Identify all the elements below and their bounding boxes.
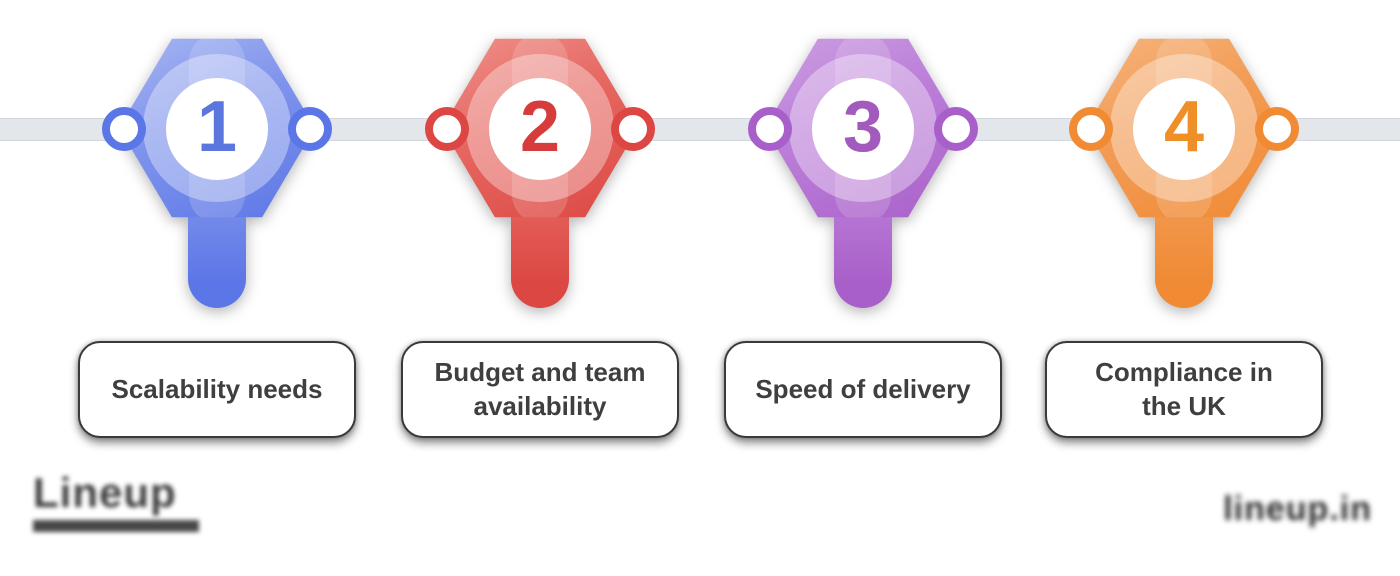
timeline-dot-left (748, 107, 792, 151)
step-label: Budget and team availability (434, 357, 646, 421)
step-number-circle: 2 (489, 78, 591, 180)
step-label-card-2: Budget and team availability (401, 341, 679, 438)
step-number-circle: 3 (812, 78, 914, 180)
brand-logo-left: Lineup (33, 469, 199, 533)
step-label: Compliance in the UK (1095, 357, 1273, 421)
brand-tagline-bar (33, 520, 199, 533)
timeline-dot-right (288, 107, 332, 151)
brand-logo-right: lineup.in (1223, 490, 1372, 529)
timeline-dot-right (934, 107, 978, 151)
brand-wordmark: Lineup (33, 469, 177, 516)
brand-url-text: lineup.in (1223, 490, 1372, 528)
timeline-dot-left (1069, 107, 1113, 151)
step-label: Scalability needs (111, 373, 323, 404)
timeline-dot-right (1255, 107, 1299, 151)
step-number-circle: 4 (1133, 78, 1235, 180)
step-number: 4 (1163, 87, 1205, 167)
timeline-dot-left (425, 107, 469, 151)
step-number: 2 (519, 87, 561, 167)
step-label: Speed of delivery (755, 373, 971, 404)
timeline-dot-left (102, 107, 146, 151)
step-number: 3 (842, 87, 884, 167)
timeline-dot-right (611, 107, 655, 151)
timeline-line (0, 118, 1400, 141)
step-label-card-4: Compliance in the UK (1045, 341, 1323, 438)
step-label-card-1: Scalability needs (78, 341, 356, 438)
step-label-card-3: Speed of delivery (724, 341, 1002, 438)
step-number-circle: 1 (166, 78, 268, 180)
step-number: 1 (196, 87, 238, 167)
